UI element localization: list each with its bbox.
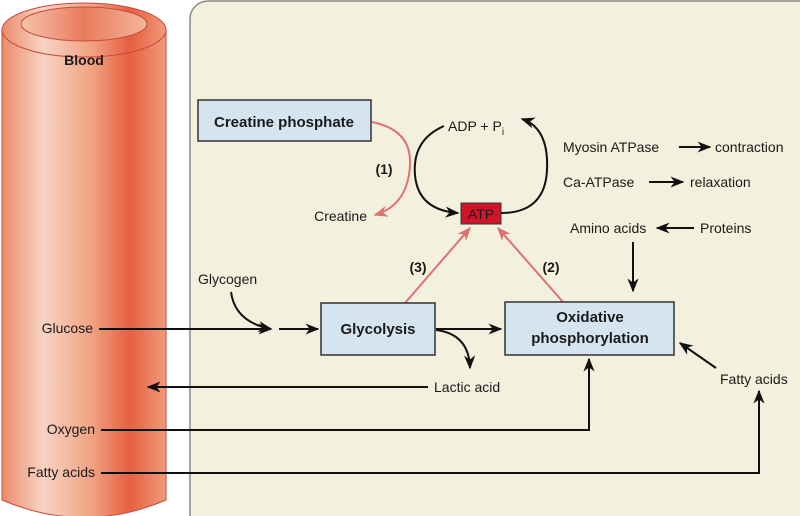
lactic-acid-label: Lactic acid — [434, 379, 500, 395]
myosin-atpase-label: Myosin ATPase — [563, 139, 659, 155]
relaxation-label: relaxation — [690, 174, 751, 190]
atp-label: ATP — [468, 206, 494, 222]
fatty-acids-blood-label: Fatty acids — [27, 464, 95, 480]
step-2-label: (2) — [542, 259, 559, 275]
oxygen-label: Oxygen — [47, 421, 95, 437]
glycolysis-box — [320, 302, 436, 356]
ca-atpase-label: Ca-ATPase — [563, 174, 635, 190]
proteins-label: Proteins — [700, 220, 751, 236]
adp-pi-label: ADP + Pi — [448, 118, 504, 138]
oxidative-phosphorylation-box — [504, 301, 675, 356]
oxidative-label-line2: phosphorylation — [531, 330, 649, 347]
glucose-label: Glucose — [42, 320, 94, 336]
step-1-label: (1) — [375, 161, 392, 177]
contraction-label: contraction — [715, 139, 783, 155]
creatine-label: Creatine — [314, 208, 367, 224]
step-3-label: (3) — [409, 259, 426, 275]
amino-acids-label: Amino acids — [570, 220, 646, 236]
blood-label: Blood — [64, 52, 104, 68]
glycogen-label: Glycogen — [198, 271, 257, 287]
blood-vessel — [1, 2, 167, 516]
creatine-phosphate-label: Creatine phosphate — [214, 114, 354, 131]
oxidative-label-line1: Oxidative — [556, 309, 624, 326]
muscle-cell — [189, 0, 800, 516]
glycolysis-label: Glycolysis — [340, 321, 415, 338]
fatty-acids-cell-label: Fatty acids — [720, 371, 788, 387]
atp-box — [460, 202, 502, 225]
creatine-phosphate-box — [197, 99, 372, 142]
